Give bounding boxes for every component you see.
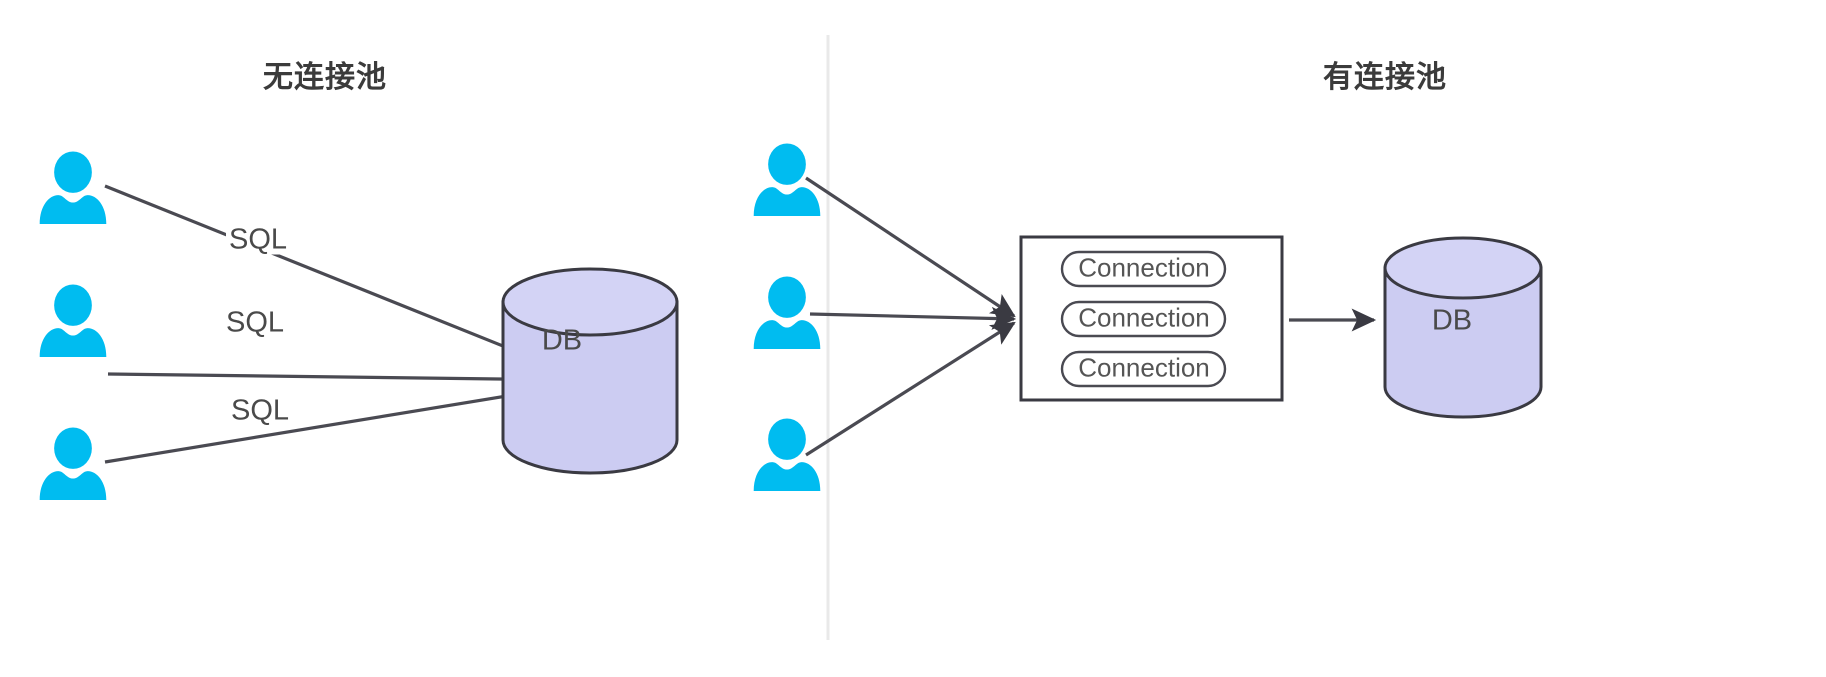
connection-pill-label-1: Connection: [1078, 252, 1210, 283]
right-database-cylinder: [1383, 236, 1543, 419]
right-edge-1: [805, 176, 1016, 318]
left-user-icon-1: [39, 151, 107, 224]
connection-pill-label-3: Connection: [1078, 352, 1210, 383]
sql-edge-label-1: SQL: [225, 225, 291, 255]
left-user-icon-2: [39, 284, 107, 357]
right-panel-title: 有连接池: [1323, 61, 1447, 94]
left-edge-2: [107, 368, 583, 392]
connection-pill-2[interactable]: [1060, 300, 1227, 338]
connection-pill-label-2: Connection: [1078, 302, 1210, 333]
right-edge-2: [809, 306, 1017, 330]
connection-pill-3[interactable]: [1060, 350, 1227, 388]
sql-edge-label-2: SQL: [222, 308, 288, 338]
sql-edge-label-3: SQL: [227, 396, 293, 426]
left-database-label: DB: [541, 324, 583, 357]
right-edge-3: [805, 321, 1016, 457]
right-database-label: DB: [1431, 304, 1473, 337]
left-edge-3: [104, 376, 583, 464]
left-panel-title: 无连接池: [263, 61, 387, 94]
connection-pill-1[interactable]: [1060, 250, 1227, 288]
right-user-icon-3: [753, 418, 821, 491]
left-user-icon-3: [39, 427, 107, 500]
left-database-cylinder: [501, 267, 679, 475]
left-edge-1: [104, 184, 582, 380]
